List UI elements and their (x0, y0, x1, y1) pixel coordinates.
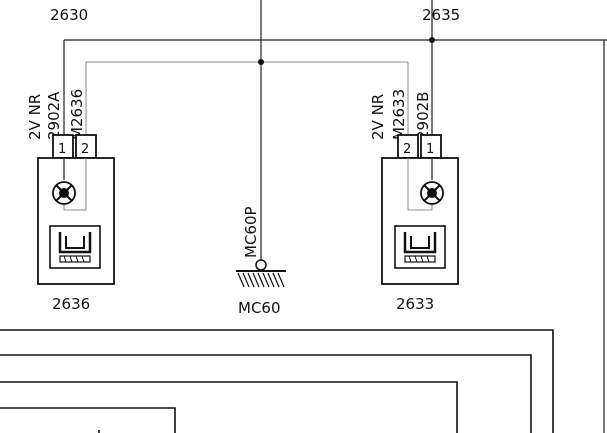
right-pin-2: 2 (403, 142, 411, 157)
junction-dot-center (258, 59, 264, 65)
left-wire-label-3: M2636 (68, 89, 86, 140)
ground-wire-label: MC60P (242, 206, 260, 258)
seat-symbol-icon (49, 225, 101, 269)
left-pin-2: 2 (81, 142, 89, 157)
right-wire-label-1: 2V NR (369, 94, 387, 140)
ground-hatch-icon (237, 272, 285, 288)
component-2636: 2V NR 2902A M2636 1 2 2636 (26, 40, 115, 313)
left-pin-1: 1 (58, 142, 66, 157)
ground-name: MC60 (238, 299, 281, 317)
harness-outline (0, 40, 605, 433)
right-pin-1: 1 (426, 142, 434, 157)
right-component-id: 2633 (396, 295, 434, 313)
lamp-icon (420, 181, 444, 205)
ref-label-2635: 2635 (422, 6, 460, 24)
seat-symbol-icon (394, 225, 446, 269)
left-wire-label-1: 2V NR (26, 94, 44, 140)
right-wire-label-2: M2633 (390, 89, 408, 140)
right-wire-label-3: 2902B (414, 92, 432, 140)
lamp-icon (52, 181, 76, 205)
ground-mc60: MC60P MC60 (236, 206, 286, 317)
ground-terminal (255, 259, 267, 271)
left-wire-label-2: 2902A (45, 91, 63, 140)
left-component-id: 2636 (52, 295, 90, 313)
ref-label-2630: 2630 (50, 6, 88, 24)
component-2633: 2V NR M2633 2902B 2 1 2633 (369, 40, 459, 313)
